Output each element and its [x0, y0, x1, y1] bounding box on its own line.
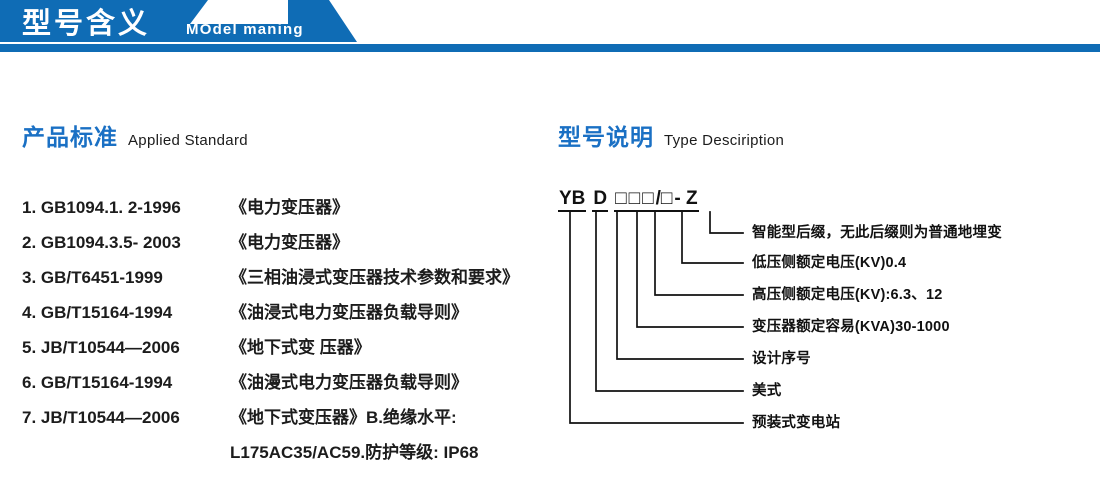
list-item: 6. GB/T15164-1994 《油漫式电力变压器负载导则》: [22, 368, 542, 403]
code-segment-0: YB: [558, 188, 587, 212]
applied-standard-heading: 产品标准 Applied Standard: [22, 118, 248, 152]
code-segment-5: /□: [654, 188, 674, 212]
standard-continuation-line: L175AC35/AC59.防护等级: IP68: [230, 443, 479, 462]
standard-code-3: 4. GB/T15164-1994: [22, 303, 173, 322]
code-segment-2: □: [614, 188, 628, 212]
banner-shape: [0, 0, 1100, 52]
banner-title: 型号含义: [22, 8, 151, 40]
type-description-heading-en: Type Desciription: [664, 132, 785, 149]
code-segment-6: - Z: [673, 188, 699, 212]
model-code-string: YB D □□□/□- Z: [558, 188, 699, 212]
model-code-diagram: YB D □□□/□- Z 智能型后缀，无此后缀则为普通地埋变 低压侧额定电压(…: [548, 188, 1100, 438]
standard-name-1: 《电力变压器》: [230, 233, 349, 252]
standard-code-0: 1. GB1094.1. 2-1996: [22, 198, 181, 217]
callout-label-capacity: 变压器额定容易(KVA)30-1000: [752, 319, 950, 335]
callout-label-american-type: 美式: [752, 383, 782, 399]
list-item: 4. GB/T15164-1994 《油浸式电力变压器负载导则》: [22, 298, 542, 333]
standard-name-4: 《地下式变 压器》: [230, 338, 371, 357]
callout-leader-lines: [569, 211, 744, 424]
standard-code-2: 3. GB/T6451-1999: [22, 268, 163, 287]
callout-label-design-serial: 设计序号: [752, 351, 811, 367]
standard-name-5: 《油漫式电力变压器负载导则》: [230, 373, 468, 392]
standard-name-3: 《油浸式电力变压器负载导则》: [230, 303, 468, 322]
standards-list: 1. GB1094.1. 2-1996 《电力变压器》 2. GB1094.3.…: [22, 193, 542, 473]
standard-code-5: 6. GB/T15164-1994: [22, 373, 173, 392]
list-item: 7. JB/T10544—2006 《地下式变压器》B.绝缘水平:: [22, 403, 542, 438]
list-item: 3. GB/T6451-1999 《三相油浸式变压器技术参数和要求》: [22, 263, 542, 298]
type-description-heading-cn: 型号说明: [558, 124, 654, 150]
applied-standard-heading-cn: 产品标准: [22, 124, 118, 150]
list-item: 2. GB1094.3.5- 2003 《电力变压器》: [22, 228, 542, 263]
code-segment-1: D: [592, 188, 609, 212]
standard-name-6: 《地下式变压器》B.绝缘水平:: [230, 408, 457, 427]
standard-code-4: 5. JB/T10544—2006: [22, 338, 180, 357]
page-header-banner: 型号含义 MOdel maning: [0, 0, 1100, 52]
callout-label-substation: 预装式变电站: [752, 415, 841, 431]
banner-subtitle: MOdel maning: [186, 21, 304, 38]
list-item: 1. GB1094.1. 2-1996 《电力变压器》: [22, 193, 542, 228]
callout-label-lv-voltage: 低压侧额定电压(KV)0.4: [752, 255, 907, 271]
code-segment-3: □: [627, 188, 642, 212]
callout-label-hv-voltage: 高压侧额定电压(KV):6.3、12: [752, 287, 943, 303]
standard-code-6: 7. JB/T10544—2006: [22, 408, 180, 427]
standard-code-1: 2. GB1094.3.5- 2003: [22, 233, 181, 252]
type-description-heading: 型号说明 Type Desciription: [558, 118, 784, 152]
callout-label-suffix: 智能型后缀，无此后缀则为普通地埋变: [752, 225, 1002, 241]
code-segment-4: □: [641, 188, 655, 212]
list-item: 5. JB/T10544—2006 《地下式变 压器》: [22, 333, 542, 368]
standard-name-2: 《三相油浸式变压器技术参数和要求》: [230, 268, 519, 287]
standard-name-0: 《电力变压器》: [230, 198, 349, 217]
applied-standard-heading-en: Applied Standard: [128, 132, 248, 149]
